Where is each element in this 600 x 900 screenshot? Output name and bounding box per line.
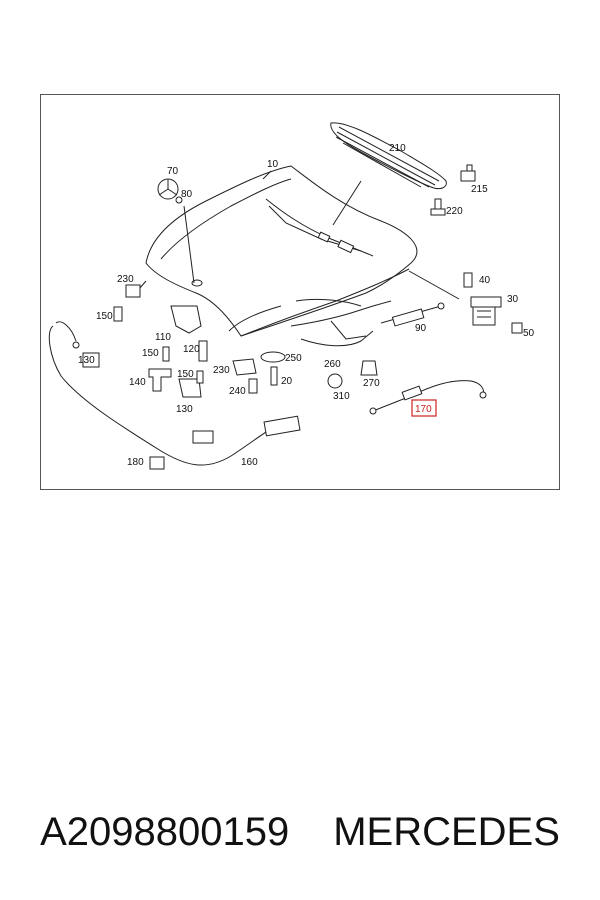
callout-240: 240 (229, 386, 246, 397)
callout-20: 20 (281, 376, 293, 387)
callout-170-highlight-box (411, 399, 437, 417)
callout-170: 170 (415, 404, 432, 415)
star-emblem (157, 178, 183, 204)
callout-130-center: 130 (176, 404, 193, 415)
latch-parts-left (82, 284, 214, 470)
callout-310: 310 (333, 391, 350, 402)
callout-80: 80 (181, 189, 193, 200)
callout-220: 220 (446, 206, 463, 217)
clip-and-bolt (430, 164, 476, 216)
gas-strut (380, 302, 445, 327)
hood-panel (145, 165, 418, 337)
callout-40: 40 (479, 275, 491, 286)
callout-30: 30 (507, 294, 519, 305)
parts-diagram: 10 210 70 80 215 220 230 40 30 150 90 50… (40, 94, 560, 490)
callout-120: 120 (183, 344, 200, 355)
callout-130-left: 130 (78, 355, 95, 366)
callout-230-left: 230 (117, 274, 134, 285)
cowl-grille (330, 122, 447, 190)
callout-160: 160 (241, 457, 258, 468)
part-number: A2098800159 (40, 809, 290, 854)
callout-90: 90 (415, 323, 427, 334)
callout-50: 50 (523, 328, 535, 339)
callout-230-center: 230 (213, 365, 230, 376)
release-cable (48, 321, 301, 466)
callout-150-center: 150 (142, 348, 159, 359)
callout-10: 10 (267, 159, 279, 170)
callout-70: 70 (167, 166, 179, 177)
caption-bar: A2098800159 MERCEDES (0, 800, 600, 864)
callout-150-right: 150 (177, 369, 194, 380)
hood-hinge (463, 272, 523, 334)
callout-150-left: 150 (96, 311, 113, 322)
callout-140: 140 (129, 377, 146, 388)
callout-260: 260 (324, 359, 341, 370)
callout-labels: 10 210 70 80 215 220 230 40 30 150 90 50… (78, 143, 535, 468)
brand-name: MERCEDES (333, 809, 560, 854)
bowden-cable-170 (369, 380, 487, 415)
latch-parts-center (232, 351, 378, 394)
hood-inner-frame (290, 300, 392, 347)
callout-210: 210 (389, 143, 406, 154)
callout-180: 180 (127, 457, 144, 468)
callout-270: 270 (363, 378, 380, 389)
callout-250: 250 (285, 353, 302, 364)
callout-215: 215 (471, 184, 488, 195)
hood-exploded-view: 10 210 70 80 215 220 230 40 30 150 90 50… (48, 122, 535, 470)
callout-110: 110 (155, 332, 171, 343)
